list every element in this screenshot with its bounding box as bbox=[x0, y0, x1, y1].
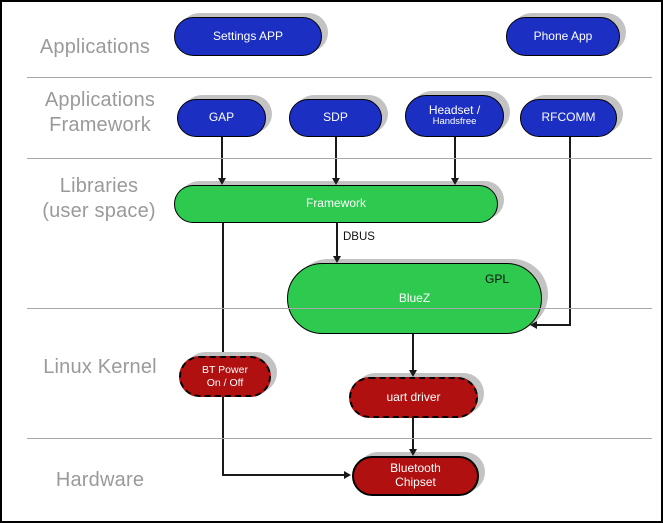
arrowhead-rfcomm-bluez bbox=[530, 321, 537, 329]
layer-label-applications-framework-line1: Applications bbox=[44, 89, 156, 111]
layer-label-libraries: Libraries (user space) bbox=[14, 174, 184, 224]
edge-uart-to-chipset bbox=[412, 414, 414, 456]
layer-divider-4 bbox=[27, 438, 652, 439]
node-chipset-label-line2: Chipset bbox=[395, 475, 436, 489]
node-phone-app: Phone App bbox=[506, 17, 620, 56]
edge-label-dbus: DBUS bbox=[343, 231, 375, 243]
node-headset-label-line1: Headset / bbox=[428, 102, 481, 117]
layer-divider-1 bbox=[27, 77, 652, 78]
layer-label-libraries-line1: Libraries bbox=[59, 175, 139, 197]
node-bluez: GPL BlueZ bbox=[287, 263, 542, 334]
node-settings-app: Settings APP bbox=[174, 17, 322, 56]
node-headset-handsfree: Headset / Handsfree bbox=[405, 95, 504, 137]
layer-label-linux-kernel: Linux Kernel bbox=[43, 356, 157, 378]
edge-bluez-to-uart bbox=[412, 332, 414, 377]
arrowhead-gap-framework bbox=[218, 178, 226, 185]
node-uart-driver: uart driver bbox=[349, 377, 478, 418]
layer-divider-2 bbox=[27, 158, 652, 159]
arrowhead-uart-chipset bbox=[409, 449, 417, 456]
node-bluez-gpl-tag: GPL bbox=[484, 272, 509, 286]
layer-divider-3 bbox=[27, 308, 652, 309]
layer-label-hardware: Hardware bbox=[55, 469, 145, 491]
node-phone-app-label: Phone App bbox=[533, 28, 593, 43]
node-bt-power-label-line1: BT Power bbox=[202, 364, 248, 377]
node-headset-label-line2: Handsfree bbox=[432, 116, 477, 128]
node-gap-label: GAP bbox=[208, 110, 235, 125]
arrowhead-bluez-uart bbox=[409, 370, 417, 377]
node-rfcomm-label: RFCOMM bbox=[541, 110, 596, 125]
node-rfcomm: RFCOMM bbox=[520, 99, 617, 137]
layer-label-applications-framework-line2: Framework bbox=[49, 114, 151, 136]
node-settings-app-label: Settings APP bbox=[212, 28, 284, 43]
layer-label-applications: Applications bbox=[39, 36, 151, 58]
node-bt-power: BT Power On / Off bbox=[179, 356, 271, 397]
edge-framework-to-chipset-horizontal bbox=[222, 474, 346, 476]
edge-framework-to-bluez bbox=[336, 221, 338, 263]
node-bluetooth-chipset: Bluetooth Chipset bbox=[352, 456, 479, 496]
node-uart-driver-label: uart driver bbox=[386, 389, 441, 404]
node-sdp: SDP bbox=[289, 99, 382, 137]
edge-rfcomm-to-bluez-vertical bbox=[569, 135, 571, 325]
node-framework: Framework bbox=[174, 185, 498, 223]
arrowhead-sdp-framework bbox=[332, 178, 340, 185]
edge-headset-to-framework bbox=[454, 135, 456, 185]
node-bt-power-label-line2: On / Off bbox=[206, 376, 244, 389]
arrowhead-framework-bluez bbox=[333, 256, 341, 263]
node-framework-label: Framework bbox=[305, 196, 366, 211]
node-gap: GAP bbox=[177, 99, 266, 137]
node-sdp-label: SDP bbox=[323, 110, 348, 125]
arrowhead-framework-chipset bbox=[344, 471, 351, 479]
edge-framework-to-chipset-vertical bbox=[222, 221, 224, 475]
layer-label-applications-framework: Applications Framework bbox=[20, 88, 180, 138]
edge-rfcomm-to-bluez-horizontal bbox=[535, 324, 571, 326]
node-chipset-label-line1: Bluetooth bbox=[390, 461, 441, 476]
arrowhead-headset-framework bbox=[451, 178, 459, 185]
layer-label-libraries-line2: (user space) bbox=[42, 200, 156, 222]
node-bluez-label: BlueZ bbox=[398, 290, 431, 305]
edge-gap-to-framework bbox=[221, 135, 223, 185]
edge-sdp-to-framework bbox=[335, 135, 337, 185]
